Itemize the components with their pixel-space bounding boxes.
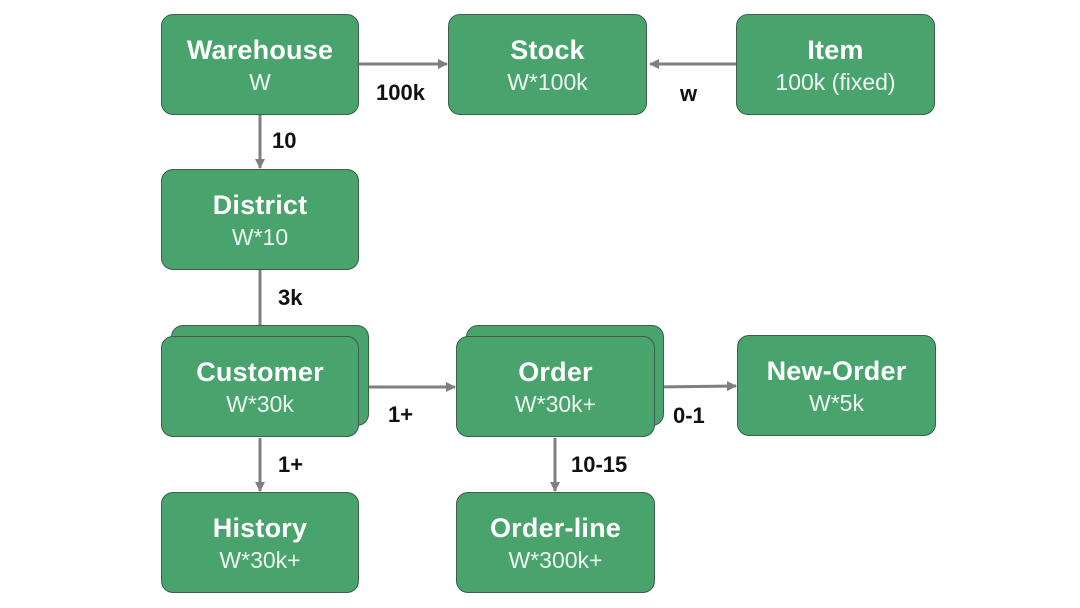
history-title: History — [212, 512, 308, 543]
customer-cardinality: W*30k — [226, 390, 294, 417]
order-line-node: Order-line W*300k+ — [456, 492, 655, 593]
stock-title: Stock — [510, 34, 585, 65]
label-customer-history: 1+ — [278, 452, 304, 477]
label-order-new-order: 0-1 — [673, 403, 705, 428]
warehouse-cardinality: W — [249, 68, 271, 95]
warehouse-title: Warehouse — [186, 34, 334, 65]
district-node: District W*10 — [161, 169, 359, 270]
new-order-node: New-Order W*5k — [737, 335, 936, 436]
stock-node: Stock W*100k — [448, 14, 647, 115]
item-cardinality: 100k (fixed) — [775, 68, 896, 95]
label-item-stock: w — [680, 81, 698, 106]
edge-order-new-order — [654, 381, 737, 392]
label-district-customer: 3k — [278, 285, 303, 310]
customer-node: Customer W*30k — [161, 336, 359, 437]
item-node: Item 100k (fixed) — [736, 14, 935, 115]
label-order-order-line: 10-15 — [571, 452, 628, 477]
order-line-title: Order-line — [489, 512, 622, 543]
district-title: District — [212, 189, 308, 220]
label-customer-order: 1+ — [388, 402, 414, 427]
order-line-cardinality: W*300k+ — [508, 546, 603, 573]
history-node: History W*30k+ — [161, 492, 359, 593]
item-title: Item — [807, 34, 864, 65]
order-title: Order — [518, 356, 593, 387]
stock-cardinality: W*100k — [507, 68, 588, 95]
new-order-cardinality: W*5k — [809, 389, 864, 416]
district-cardinality: W*10 — [231, 223, 289, 250]
customer-title: Customer — [196, 356, 324, 387]
history-cardinality: W*30k+ — [219, 546, 301, 573]
order-cardinality: W*30k+ — [514, 390, 597, 417]
label-warehouse-district: 10 — [272, 128, 297, 153]
warehouse-node: Warehouse W — [161, 14, 359, 115]
new-order-title: New-Order — [766, 355, 907, 386]
label-warehouse-stock: 100k — [376, 80, 425, 105]
order-node: Order W*30k+ — [456, 336, 655, 437]
